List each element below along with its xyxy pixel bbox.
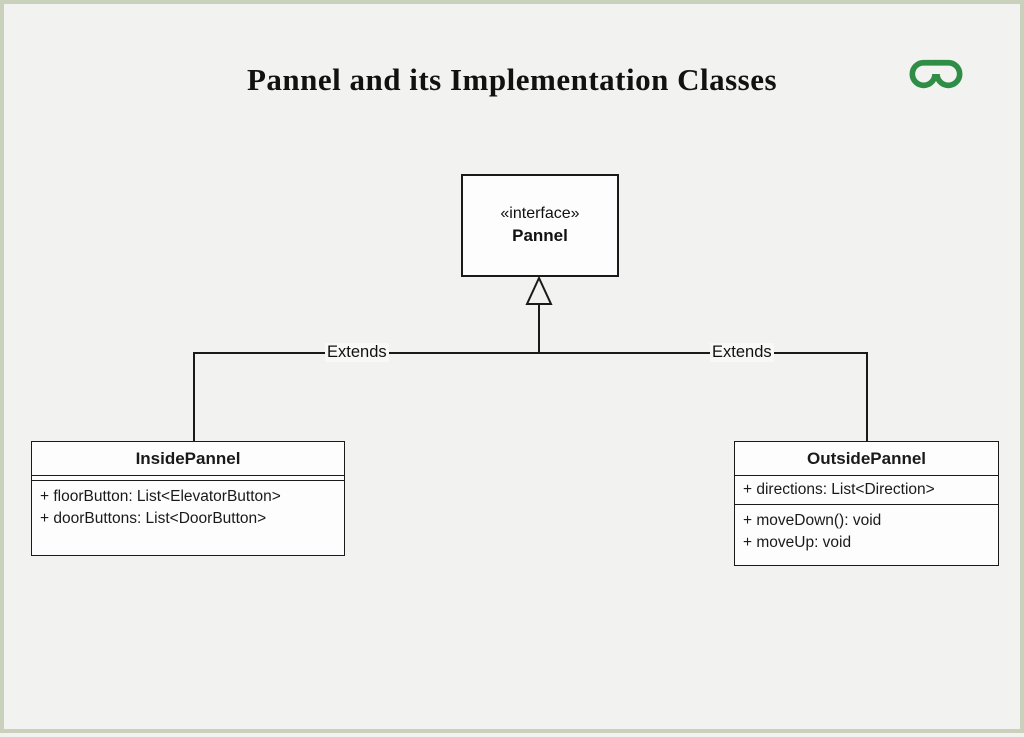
attribute-line: + doorButtons: List<DoorButton> xyxy=(40,510,267,527)
attributes-compartment: + floorButton: List<ElevatorButton> + do… xyxy=(32,481,344,534)
extends-label-right: Extends xyxy=(710,343,774,362)
class-box-outsidepannel: OutsidePannel + directions: List<Directi… xyxy=(734,441,999,566)
methods-compartment: + moveDown(): void + moveUp: void xyxy=(735,505,998,558)
interface-pannel-box: «interface» Pannel xyxy=(461,174,619,277)
class-box-insidepannel: InsidePannel + floorButton: List<Elevato… xyxy=(31,441,345,556)
empty-compartment xyxy=(32,476,344,481)
attribute-line: + directions: List<Direction> xyxy=(743,481,935,498)
inheritance-triangle-icon xyxy=(525,275,553,305)
attribute-line: + floorButton: List<ElevatorButton> xyxy=(40,488,281,505)
attributes-compartment: + directions: List<Direction> xyxy=(735,476,998,505)
interface-name: Pannel xyxy=(512,226,568,245)
class-name-insidepannel: InsidePannel xyxy=(32,442,344,476)
extends-label-left: Extends xyxy=(325,343,389,362)
method-line: + moveDown(): void xyxy=(743,512,882,529)
page-title: Pannel and its Implementation Classes xyxy=(246,62,778,97)
geeksforgeeks-logo xyxy=(909,59,963,89)
connector-lines xyxy=(193,275,868,441)
class-name-outsidepannel: OutsidePannel xyxy=(735,442,998,476)
interface-stereotype: «interface» xyxy=(500,205,580,222)
method-line: + moveUp: void xyxy=(743,534,852,551)
